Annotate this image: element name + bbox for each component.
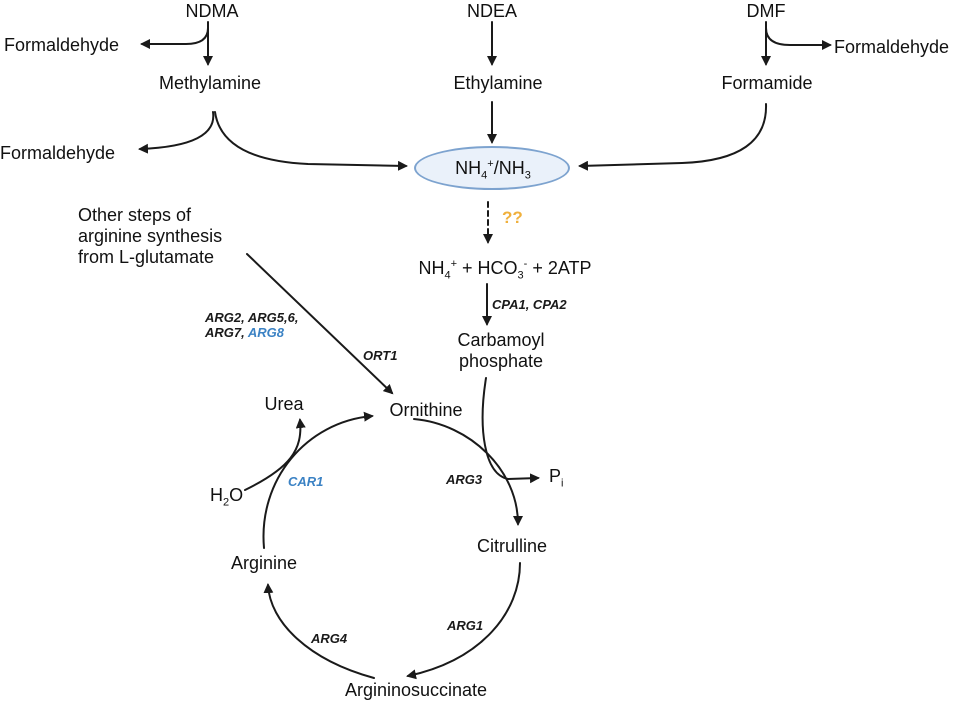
arrow-formamide-ammonium <box>578 103 768 171</box>
gene-arg4: ARG4 <box>311 631 348 646</box>
gene-arg-cluster: ARG2, ARG5,6, ARG7, ARG8 <box>205 310 298 340</box>
ammonium-ellipse <box>414 146 570 190</box>
arrow-ornithine-citrulline <box>413 418 523 526</box>
node-ammonium: NH4+/NH3 <box>455 158 531 182</box>
node-pi: Pi <box>549 466 564 490</box>
node-arginine: Arginine <box>230 553 298 573</box>
node-formaldehyde-ndma: Formaldehyde <box>4 35 120 55</box>
node-reactants: NH4+ + HCO3- + 2ATP <box>418 258 592 282</box>
node-methylamine: Methylamine <box>158 73 262 93</box>
gene-car1: CAR1 <box>288 474 324 489</box>
unknown-step-marker: ?? <box>502 208 523 227</box>
gene-arg-cluster-line1: ARG2, ARG5,6, <box>205 310 299 325</box>
node-ndea: NDEA <box>466 1 518 21</box>
node-urea: Urea <box>264 394 304 414</box>
gene-ort1: ORT1 <box>363 348 398 363</box>
gene-arg-cluster-line2: ARG7, ARG8 <box>205 325 284 340</box>
node-water: H2O <box>210 485 244 509</box>
arrow-ndma-formaldehyde <box>140 27 209 49</box>
arrow-water-urea <box>244 418 306 491</box>
arrow-dmf-formaldehyde <box>765 27 832 50</box>
node-formamide: Formamide <box>721 73 813 93</box>
gene-arg8: ARG8 <box>247 325 284 340</box>
node-citrulline: Citrulline <box>476 536 548 556</box>
gene-arg1: ARG1 <box>447 618 484 633</box>
node-dmf: DMF <box>746 1 786 21</box>
gene-arg3: ARG3 <box>446 472 483 487</box>
arrow-citrulline-argininosuccinate <box>406 562 521 680</box>
arrow-methylamine-formaldehyde <box>138 111 215 154</box>
arrow-othersteps-ornithine <box>246 253 394 395</box>
node-carbamoyl-phosphate: Carbamoyl phosphate <box>457 330 545 371</box>
node-ornithine: Ornithine <box>389 400 463 420</box>
arrow-methylamine-ammonium <box>214 111 408 171</box>
node-formaldehyde-dmf: Formaldehyde <box>834 37 950 57</box>
node-other-steps: Other steps of arginine synthesis from L… <box>78 205 223 267</box>
gene-cpa: CPA1, CPA2 <box>492 297 567 312</box>
arrow-argininosuccinate-arginine <box>263 583 375 679</box>
node-ndma: NDMA <box>185 1 239 21</box>
node-formaldehyde-methylamine: Formaldehyde <box>0 143 116 163</box>
node-argininosuccinate: Argininosuccinate <box>344 680 488 700</box>
arrow-arginine-ornithine <box>262 411 374 549</box>
arrow-carbamoyl-pi <box>481 377 540 484</box>
node-ethylamine: Ethylamine <box>453 73 543 93</box>
